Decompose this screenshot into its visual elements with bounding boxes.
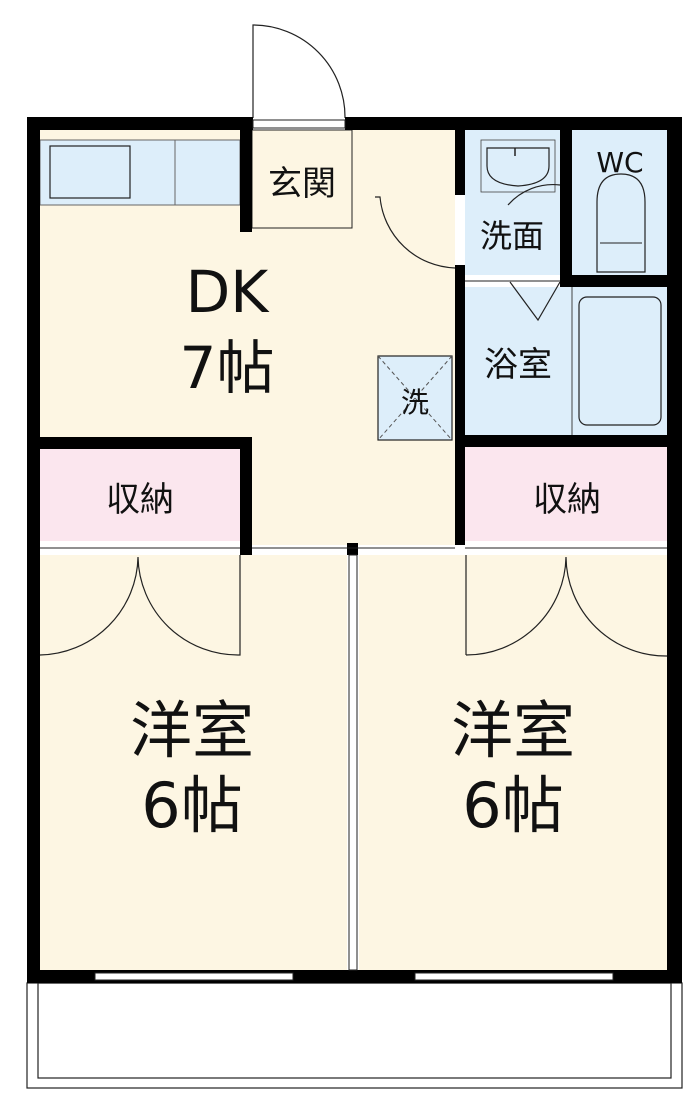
storage-left-doors	[39, 555, 241, 656]
walls	[27, 117, 682, 983]
storage-right-label: 収納	[533, 480, 601, 520]
balcony	[26, 982, 683, 1089]
room-left-floor	[40, 555, 347, 970]
washer-label: 洗	[401, 386, 429, 419]
sink-icon	[49, 145, 131, 199]
washroom-inner-arc	[507, 184, 561, 206]
bath-label: 浴室	[484, 345, 552, 385]
entrance-door	[252, 24, 346, 119]
room-left-label: 洋室	[130, 694, 254, 767]
dk-size-label: 7帖	[180, 334, 275, 402]
storage-left-label: 収納	[106, 480, 174, 520]
washroom-bath-door	[509, 281, 561, 322]
toilet-icon	[596, 173, 646, 273]
room-right-size-label: 6帖	[462, 769, 563, 842]
room-right-label: 洋室	[451, 694, 575, 767]
dk-label: DK	[186, 258, 271, 326]
entrance-label: 玄関	[268, 164, 336, 204]
fixtures	[377, 139, 646, 441]
storage-left-floor	[40, 449, 240, 541]
storage-right-doors	[465, 555, 668, 657]
entrance-floor	[251, 129, 353, 229]
storage-right-floor	[465, 447, 667, 541]
washer-space	[377, 355, 453, 441]
doors	[39, 24, 668, 657]
room-left-size-label: 6帖	[141, 769, 242, 842]
bathtub-icon	[578, 296, 662, 426]
wc-label: WC	[596, 146, 643, 179]
washroom-door	[375, 196, 456, 269]
washroom-label: 洗面	[480, 217, 544, 255]
floors	[39, 129, 667, 970]
washbasin-icon	[486, 147, 550, 187]
room-right-floor	[359, 555, 667, 970]
